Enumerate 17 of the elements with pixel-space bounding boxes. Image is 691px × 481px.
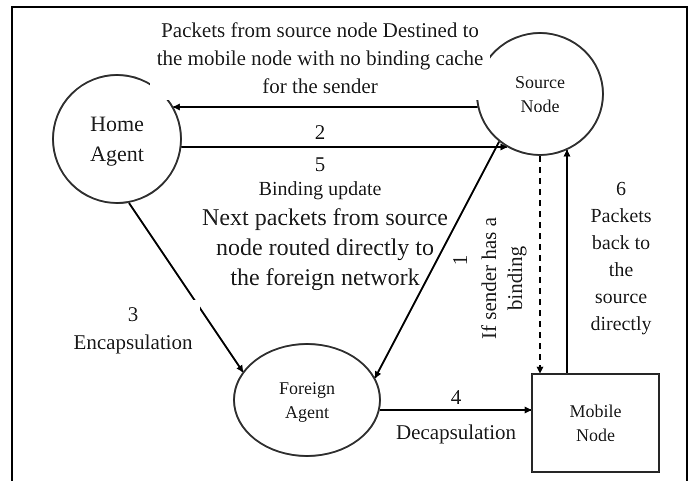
note-text: Next packets from source node routed directly to the foreign network — [201, 204, 449, 293]
node-label: Source Node — [514, 70, 566, 118]
node-label: Home Agent — [89, 110, 145, 168]
node-box — [531, 373, 660, 473]
node-label: Mobile Node — [568, 400, 622, 447]
note-text: Binding update — [258, 177, 382, 201]
note-text: Decapsulation — [394, 420, 518, 444]
node-label: Foreign Agent — [278, 376, 336, 424]
arrow — [564, 150, 570, 373]
arrow — [374, 141, 500, 378]
arrow — [172, 104, 478, 110]
arrow — [380, 406, 532, 414]
note-text: 5 — [314, 152, 326, 176]
arrow — [536, 156, 544, 374]
node-circle — [233, 343, 381, 457]
arrow — [128, 202, 244, 372]
arrow — [182, 144, 508, 150]
